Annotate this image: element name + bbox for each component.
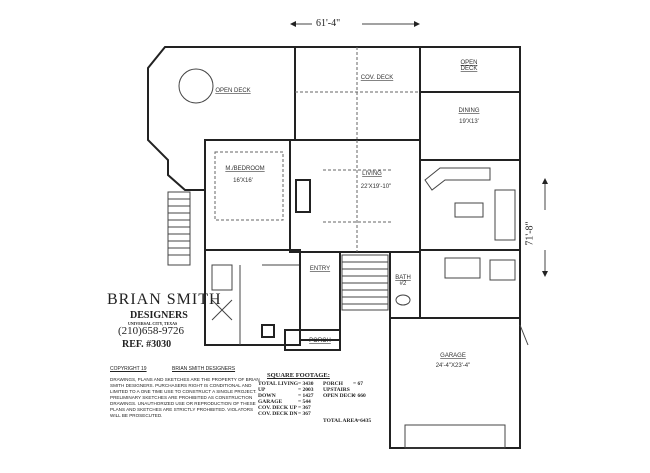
label-dining: DINING — [459, 108, 480, 114]
copyright-owner: BRIAN SMITH DESIGNERS — [172, 366, 236, 372]
garage — [389, 317, 521, 449]
entry — [299, 251, 341, 341]
master-bedroom-size: 16'X16' — [233, 178, 253, 184]
designer-subtitle: DESIGNERS — [130, 310, 188, 321]
sqft-row: COV. DECK UP= 367 — [258, 405, 311, 411]
label-cov-deck: COV. DECK — [361, 75, 393, 81]
sqft-row: UP= 2003 — [258, 387, 314, 393]
label-master-bedroom: M./BEDROOM — [225, 166, 264, 172]
living-room — [289, 139, 421, 253]
label-living: LIVING — [362, 171, 382, 177]
master-bedroom — [204, 139, 291, 251]
label-bath-2: BATH — [395, 275, 411, 281]
sqft-row: COV. DECK DN= 367 — [258, 411, 311, 417]
hot-tub — [178, 68, 214, 104]
copyright-notice: DRAWINGS, PLANS AND SKETCHES ARE THE PRO… — [110, 377, 260, 418]
fireplace — [295, 179, 311, 213]
square-footage-right: PORCH= 67 UPSTAIRS OPEN DECK= 660 — [323, 381, 366, 399]
interior-stairs — [341, 254, 389, 311]
garage-size: 24'-4"X23'-4" — [436, 363, 471, 369]
sqft-row-open-deck: OPEN DECK= 660 — [323, 393, 366, 399]
top-dimension-line — [290, 21, 420, 27]
sqft-total-area: TOTAL AREA=6435 — [323, 418, 372, 424]
square-footage-title: SQUARE FOOTAGE: — [267, 372, 330, 379]
label-porch: PORCH — [309, 338, 331, 344]
label-garage: GARAGE — [440, 353, 466, 359]
dining-room — [419, 91, 521, 161]
deck-stairs — [167, 191, 191, 266]
copyright-label: COPYRIGHT 19 — [110, 366, 147, 372]
sqft-upstairs: UPSTAIRS — [323, 387, 350, 393]
label-entry: ENTRY — [310, 266, 330, 272]
kitchen — [419, 159, 521, 251]
designer-name: BRIAN SMITH — [107, 291, 222, 308]
sqft-row: TOTAL LIVING= 3430 — [258, 381, 314, 387]
open-deck-left — [147, 46, 296, 191]
plan-reference: REF. #3030 — [122, 339, 172, 350]
overall-width: 61'-4" — [316, 18, 341, 29]
living-size: 22'X19'-10" — [361, 184, 391, 190]
overall-depth: 71'-8" — [524, 221, 536, 246]
dining-size: 19'X13' — [459, 119, 479, 125]
sqft-row: GARAGE= 544 — [258, 399, 311, 405]
label-open-deck-right-1: OPEN — [460, 60, 477, 66]
right-dimension-line — [542, 178, 548, 277]
bath-2-number: #2 — [400, 281, 407, 287]
label-open-deck-left: OPEN DECK — [215, 88, 250, 94]
sqft-row: DOWN= 1427 — [258, 393, 314, 399]
garage-door — [404, 424, 506, 449]
sqft-row-porch: PORCH= 67 — [323, 381, 364, 387]
label-open-deck-right-2: DECK — [461, 66, 478, 72]
porch — [284, 329, 341, 351]
kitchen-island — [454, 202, 484, 218]
designer-phone: (210)658-9726 — [118, 325, 184, 337]
square-footage-left: TOTAL LIVING= 3430 UP= 2003 DOWN= 1427 G… — [258, 381, 314, 417]
designer-location: UNIVERSAL CITY, TEXAS — [128, 321, 178, 326]
